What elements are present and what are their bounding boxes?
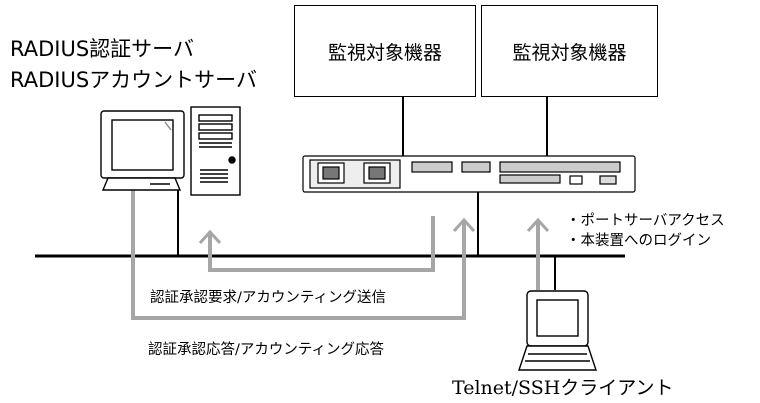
monitored-device-label-1: 監視対象機器 (327, 41, 442, 64)
telnet-client-laptop-icon (518, 290, 597, 371)
telnet-client-label: Telnet/SSHクライアント (452, 377, 674, 399)
radius-acct-server-label: RADIUSアカウントサーバ (10, 68, 257, 92)
monitored-device-box-2: 監視対象機器 (481, 5, 658, 97)
client-access-port-server-label: ・ポートサーバアクセス (566, 213, 725, 229)
radius-server-tower-icon (190, 106, 241, 196)
monitored-device-box-1: 監視対象機器 (294, 5, 476, 97)
radius-server-monitor-icon (100, 110, 185, 191)
appliance-icon (302, 155, 636, 193)
request-flow-path (198, 216, 435, 272)
monitored-device-label-2: 監視対象機器 (512, 41, 627, 64)
client-access-arrow (526, 217, 550, 290)
response-flow-path (131, 190, 476, 320)
radius-auth-server-label: RADIUS認証サーバ (10, 37, 194, 61)
response-flow-label: 認証承認応答/アカウンティング応答 (148, 342, 385, 358)
client-access-login-label: ・本装置へのログイン (566, 233, 711, 249)
request-flow-label: 認証承認要求/アカウンティング送信 (150, 290, 387, 306)
